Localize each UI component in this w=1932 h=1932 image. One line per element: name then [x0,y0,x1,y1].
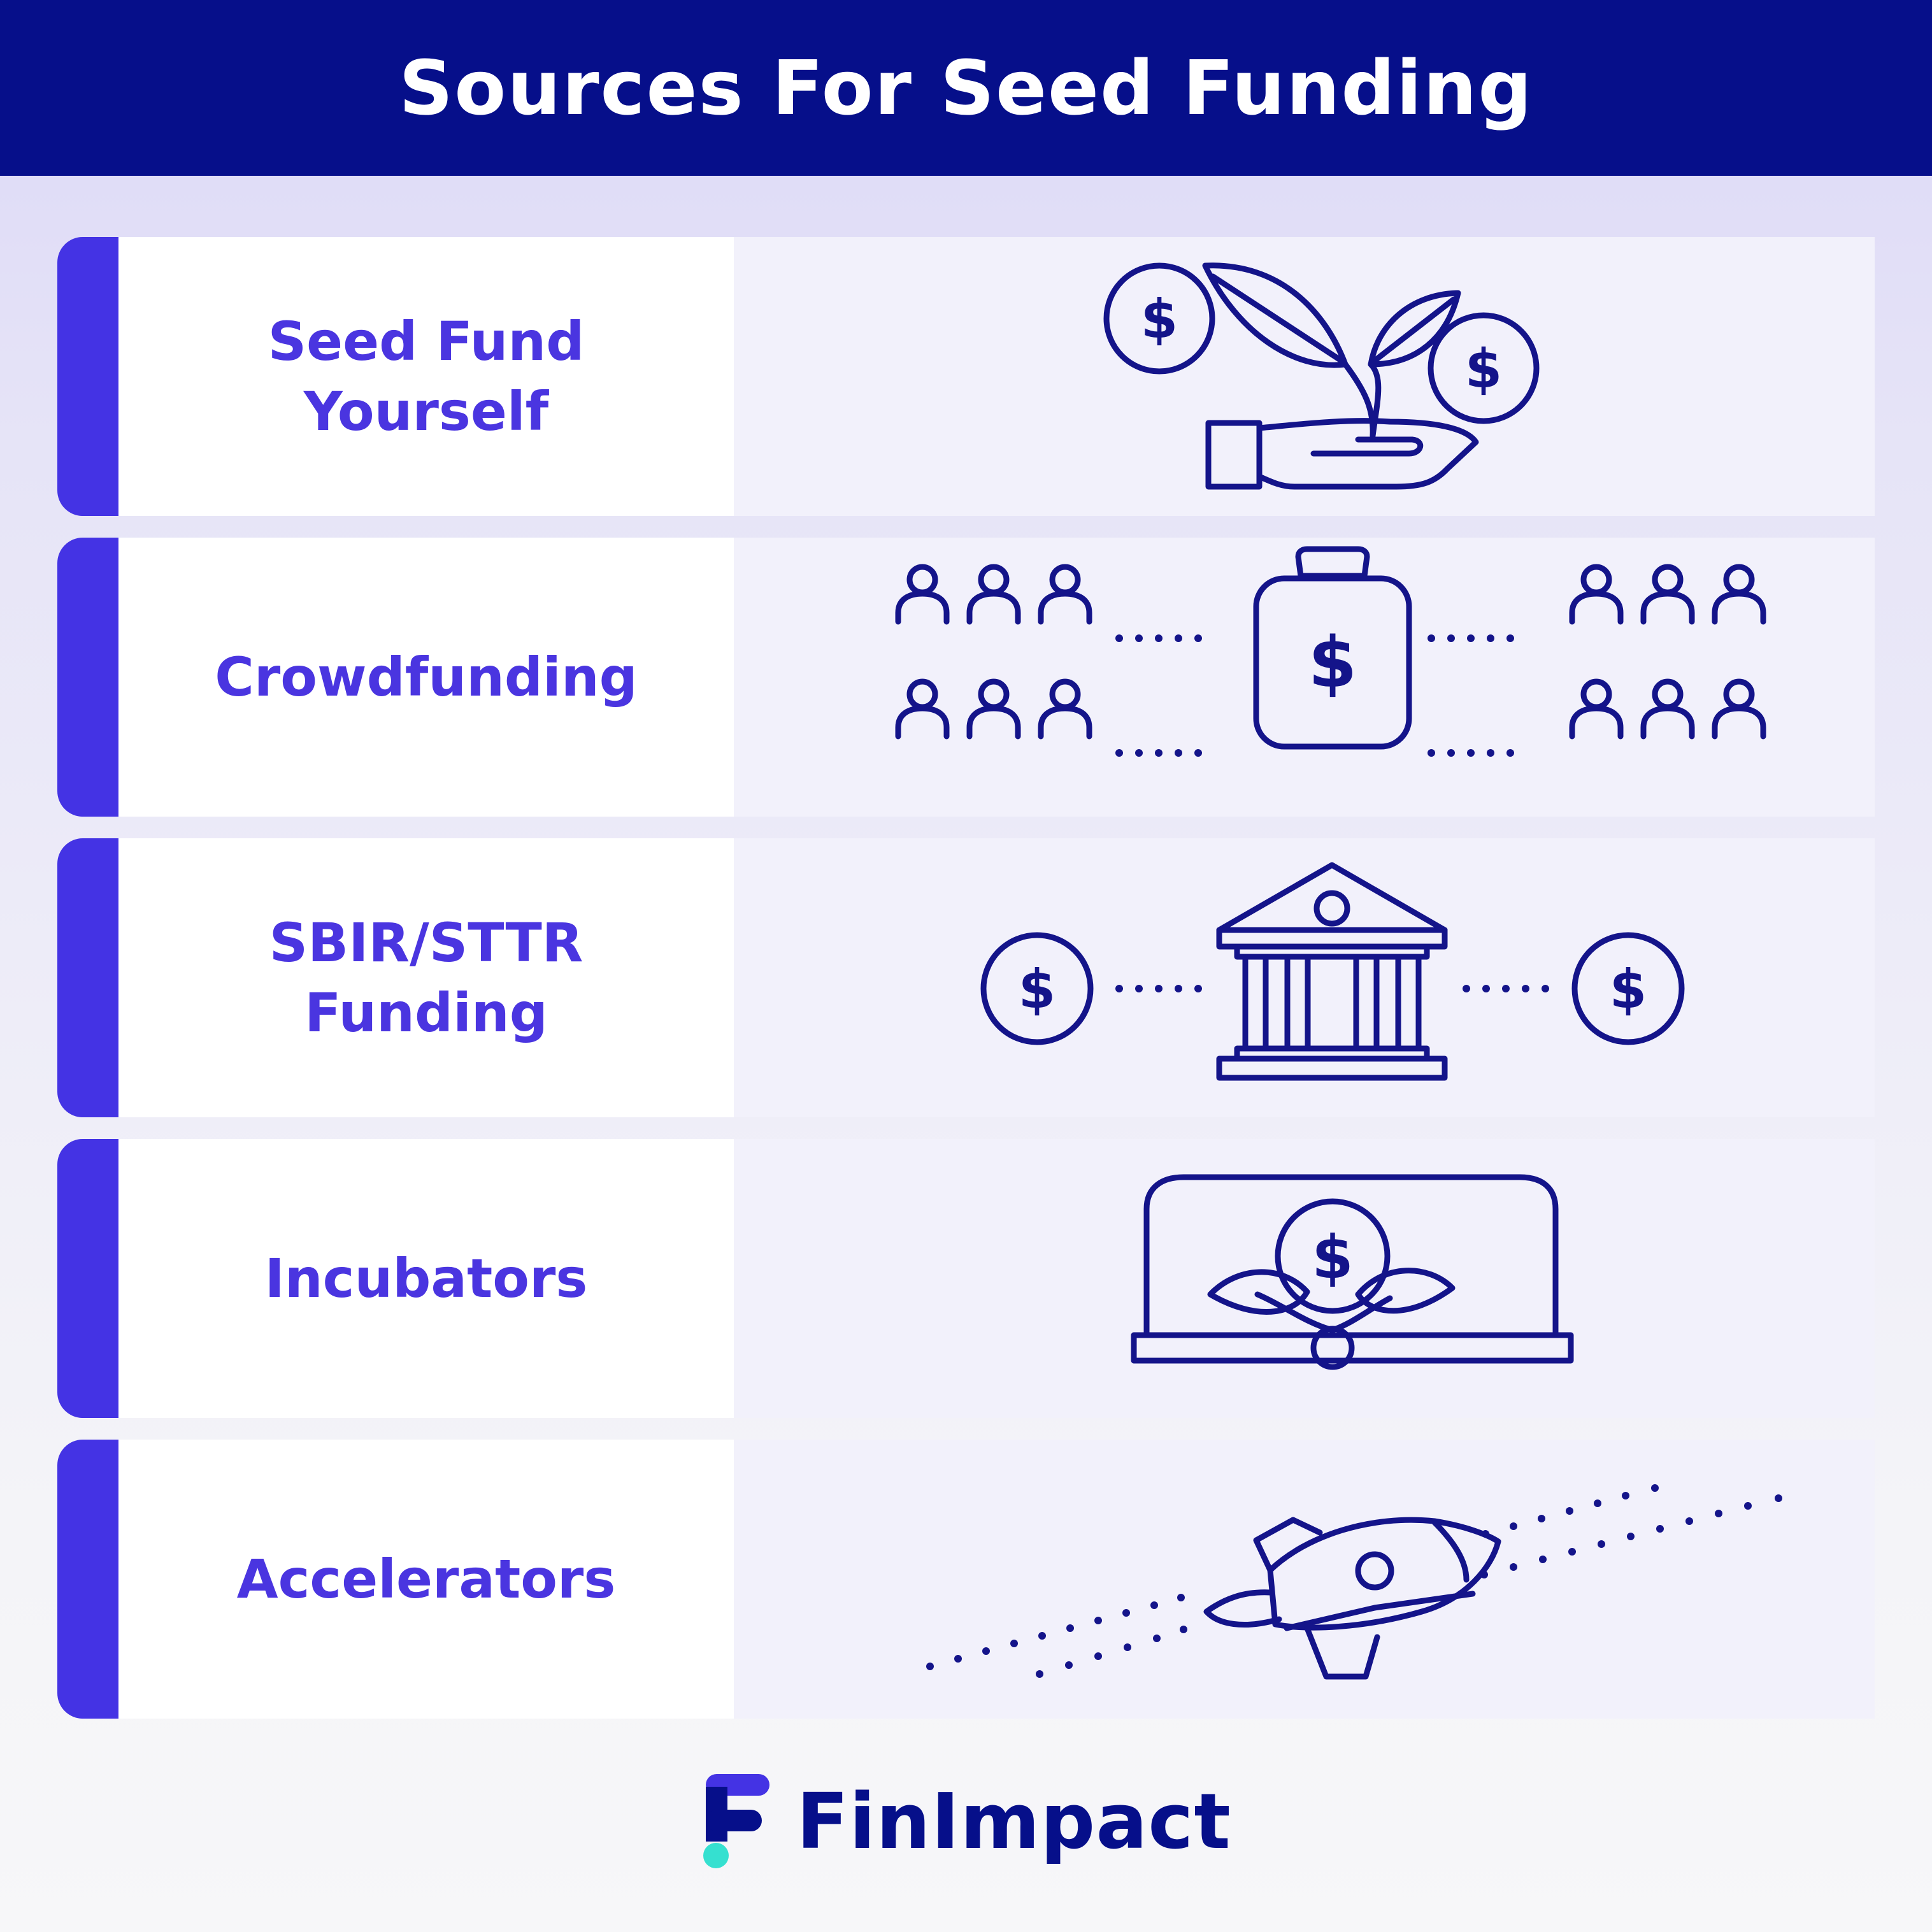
row-label: Incubators [264,1247,588,1310]
footer: FinImpact [0,1771,1932,1873]
row-label: Accelerators [236,1548,616,1610]
funding-source-row-crowdfunding: Crowdfunding [57,538,1875,817]
page-title: Sources For Seed Funding [399,44,1533,132]
row-icon-box: $ [734,1139,1875,1418]
row-accent-tab [57,538,118,817]
row-label: Crowdfunding [215,646,638,708]
row-accent-tab [57,1440,118,1719]
funding-source-row-seed-fund-yourself: Seed Fund Yourself $ $ [57,237,1875,516]
funding-source-row-accelerators: Accelerators [57,1440,1875,1719]
row-label: Seed Fund Yourself [268,310,585,443]
svg-text:$: $ [1312,1223,1353,1292]
svg-text:$: $ [1465,338,1502,400]
svg-text:$: $ [1308,622,1357,703]
row-label-box: Accelerators [118,1440,734,1719]
svg-text:$: $ [1141,288,1178,350]
row-icon-box [734,1440,1875,1719]
funding-source-row-incubators: Incubators $ [57,1139,1875,1418]
funding-source-row-sbir-sttr: SBIR/STTR Funding $ $ [57,838,1875,1117]
row-icon-box: $ $ [734,838,1875,1117]
svg-text:$: $ [1019,958,1055,1020]
row-label-box: Incubators [118,1139,734,1418]
row-label-box: Crowdfunding [118,538,734,817]
row-label-box: Seed Fund Yourself [118,237,734,516]
row-accent-tab [57,838,118,1117]
brand-name: FinImpact [796,1777,1231,1866]
svg-text:$: $ [1610,958,1647,1020]
plant-hand-money-icon: $ $ [1103,262,1540,490]
row-label: SBIR/STTR Funding [269,912,583,1044]
rocket-icon [926,1484,1782,1680]
money-bag-crowd-icon: $ [734,546,1875,757]
row-icon-box: $ $ [734,237,1875,516]
laptop-money-plant-icon: $ [1131,1174,1574,1370]
header-banner: Sources For Seed Funding [0,0,1932,176]
row-icon-box: $ [734,538,1875,817]
finimpact-logo-icon [701,1774,771,1870]
row-label-box: SBIR/STTR Funding [118,838,734,1117]
row-accent-tab [57,237,118,516]
row-accent-tab [57,1139,118,1418]
bank-money-icon: $ $ [980,862,1685,1081]
